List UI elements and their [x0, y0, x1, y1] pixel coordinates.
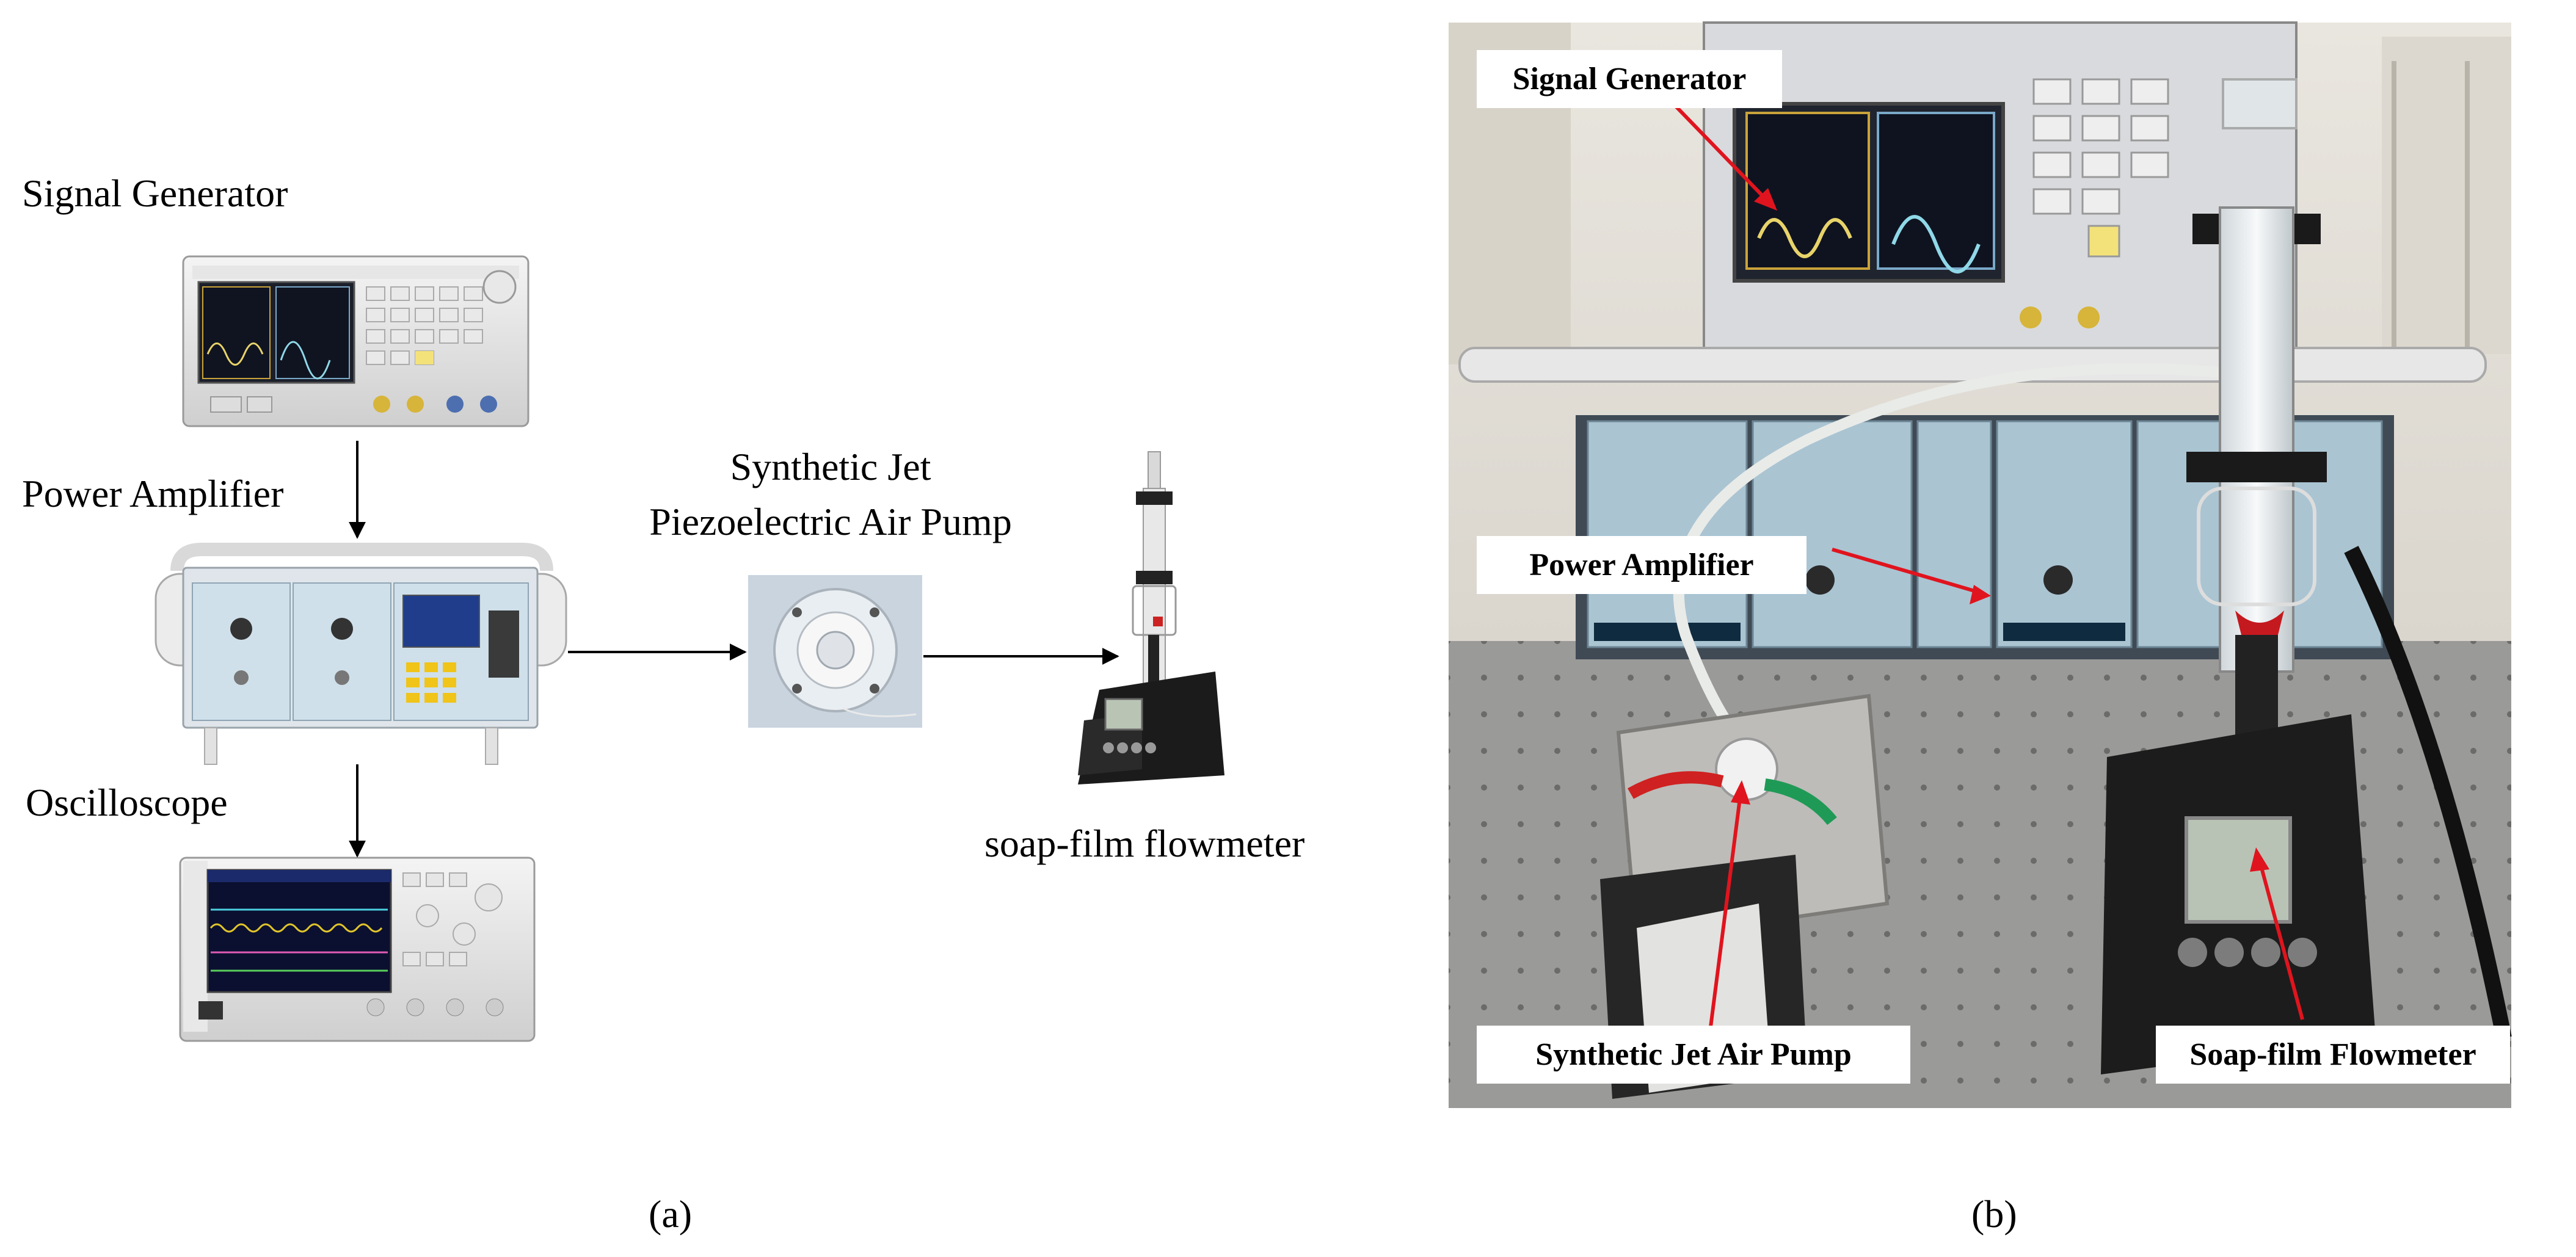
- power-amplifier-label: Power Amplifier: [22, 472, 284, 515]
- panel-a-drawing: [155, 255, 1224, 1042]
- signal-generator-icon: [182, 255, 529, 427]
- callout-power-amplifier: Power Amplifier: [1477, 536, 1806, 594]
- callout-air-pump: Synthetic Jet Air Pump: [1477, 1026, 1910, 1084]
- pump-label-line2: Piezoelectric Air Pump: [649, 500, 1012, 543]
- pump-label-line1: Synthetic Jet: [730, 445, 931, 488]
- power-amplifier-icon: [155, 543, 567, 765]
- oscilloscope-icon: [179, 857, 536, 1042]
- flowmeter-label: soap-film flowmeter: [984, 822, 1305, 865]
- callout-signal-generator: Signal Generator: [1477, 50, 1782, 108]
- signal-generator-label: Signal Generator: [22, 172, 288, 215]
- caption-b: (b): [1971, 1192, 2017, 1236]
- flowmeter-icon: [1078, 451, 1224, 784]
- air-pump-icon: [748, 575, 922, 728]
- callout-flowmeter: Soap-film Flowmeter: [2156, 1026, 2510, 1084]
- caption-a: (a): [649, 1192, 693, 1236]
- oscilloscope-label: Oscilloscope: [26, 781, 228, 824]
